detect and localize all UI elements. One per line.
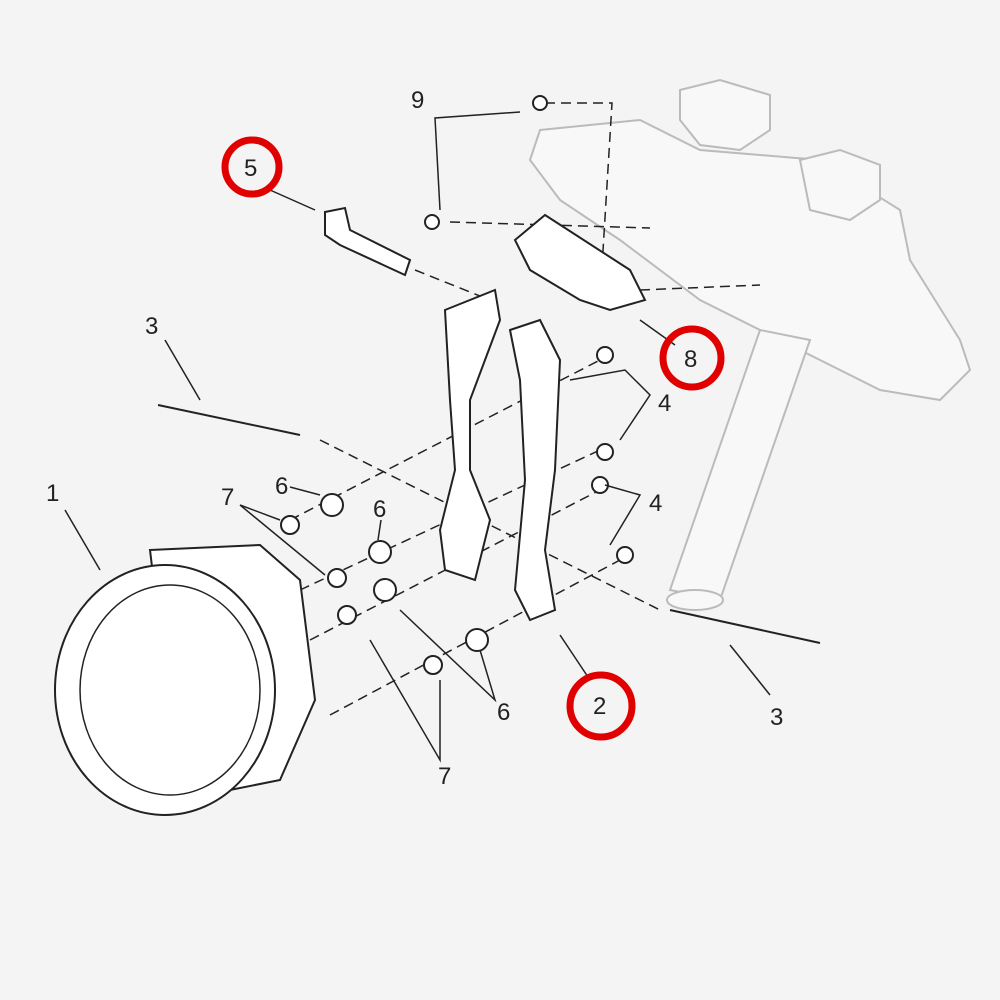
callout-6: 6 [275, 473, 288, 500]
callout-labels: 9 5 3 8 4 4 1 7 6 6 6 2 3 7 [46, 87, 783, 790]
callout-3: 3 [145, 313, 158, 340]
callout-9: 9 [411, 87, 424, 114]
callout-6: 6 [497, 699, 510, 726]
callout-8: 8 [684, 346, 697, 373]
callout-7: 7 [438, 763, 451, 790]
callout-5: 5 [244, 155, 257, 182]
triple-clamp-ghost [528, 78, 972, 611]
highlight-markers [221, 136, 725, 741]
headlight [54, 543, 317, 816]
callout-4: 4 [649, 490, 662, 517]
bracket [157, 206, 821, 644]
callout-3: 3 [770, 704, 783, 731]
callout-2: 2 [593, 693, 606, 720]
callout-1: 1 [46, 480, 59, 507]
callout-6: 6 [373, 496, 386, 523]
callout-7: 7 [221, 484, 234, 511]
callout-4: 4 [658, 390, 671, 417]
fasteners [280, 95, 634, 675]
leader-lines [64, 111, 771, 763]
